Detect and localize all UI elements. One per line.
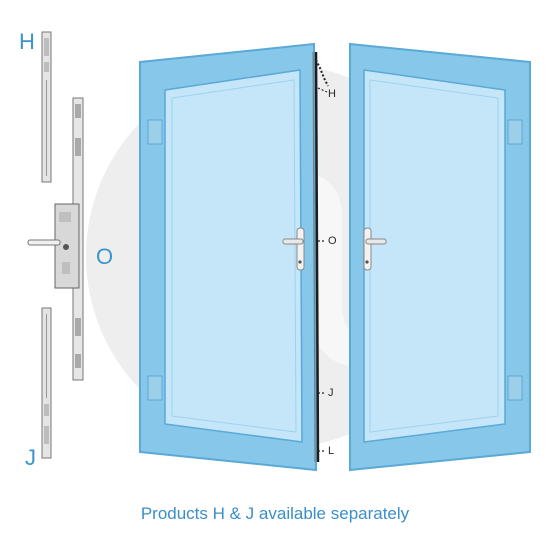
- label-J-left: J: [25, 445, 36, 470]
- part-J-strip: [41, 307, 52, 459]
- left-door-handle-icon: [282, 227, 305, 271]
- door-callout-leaders: [317, 87, 328, 452]
- right-door: [349, 42, 531, 472]
- left-door: [139, 42, 320, 472]
- right-door-handle-icon: [363, 227, 387, 271]
- label-L-door: L: [328, 445, 335, 457]
- caption-text: Products H & J available separately: [140, 504, 410, 523]
- label-O-door: O: [328, 235, 337, 247]
- part-H-strip: [41, 31, 52, 183]
- label-H-door: H: [328, 88, 336, 100]
- label-O-left: O: [96, 244, 114, 269]
- label-J-door: J: [328, 387, 334, 399]
- label-H-left: H: [19, 29, 35, 54]
- part-O-main-lock: [27, 97, 84, 381]
- top-hook-indicator: [315, 59, 329, 87]
